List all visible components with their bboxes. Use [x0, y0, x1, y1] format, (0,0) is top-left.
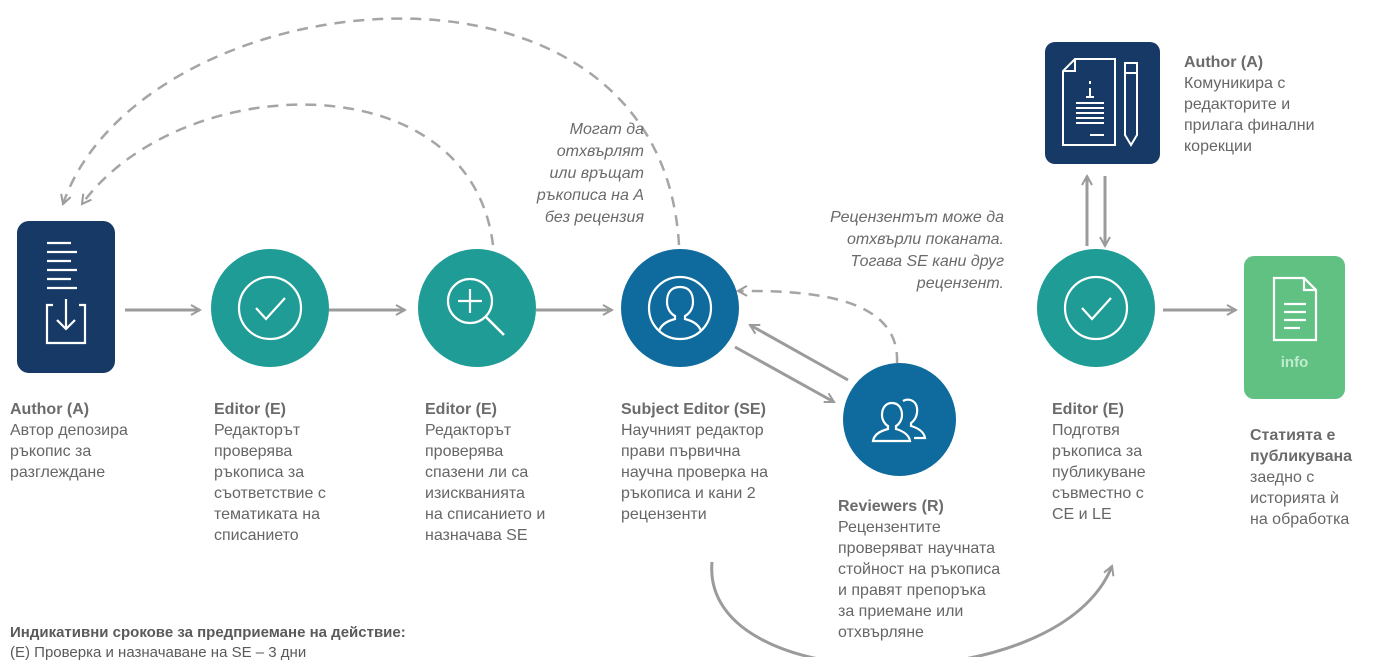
step-line: прилага финални — [1184, 117, 1315, 134]
editor-check-node — [211, 249, 329, 367]
step-title: Author (A) — [10, 401, 90, 418]
step-line: ръкописа и кани 2 — [621, 485, 756, 502]
step-line: Рецензентите — [838, 519, 941, 536]
step-line: Научният редактор — [621, 422, 764, 439]
step-line: на списанието и — [425, 506, 546, 523]
author-final-step-text: Author (A) Комуникира с редакторите и пр… — [1184, 52, 1364, 157]
step-line: публикуване — [1052, 464, 1146, 481]
dashed-return-arrow-inner — [82, 103, 495, 246]
document-pen-icon — [1061, 58, 1138, 147]
step-line: Автор депозира — [10, 422, 128, 439]
arrow-se-to-editor-curve — [710, 561, 1112, 657]
editor-review-step-text: Editor (E) Редакторът проверява спазени … — [425, 399, 605, 546]
step-line: Подготвя — [1052, 422, 1120, 439]
checkmark-icon — [1063, 275, 1129, 341]
step-line: стойност на ръкописа — [838, 561, 1001, 578]
step-line: корекции — [1184, 138, 1252, 155]
step-title: публикувана — [1250, 448, 1353, 465]
step-title: Статията е — [1250, 427, 1336, 444]
note-line: Могат да — [569, 121, 644, 138]
step-line: назначава SE — [425, 527, 528, 544]
dashed-return-arrow-outer — [63, 17, 681, 246]
editor-prepare-node — [1037, 249, 1155, 367]
step-title: Editor (E) — [425, 401, 497, 418]
legend-item: (E) Проверка и назначаване на SE – 3 дни — [10, 644, 307, 661]
note-line: Рецензентът може да — [830, 209, 1004, 226]
step-line: проверява — [425, 443, 504, 460]
step-line: изискванията — [425, 485, 525, 502]
arrow-reviewers-to-se — [750, 323, 849, 382]
step-line: съответствие с — [214, 485, 326, 502]
dashed-decline-arrow — [738, 291, 899, 364]
note-line: без рецензия — [544, 209, 644, 226]
published-node: info — [1244, 256, 1345, 399]
step-line: рецензенти — [621, 506, 707, 523]
arrow-se-to-reviewers — [734, 345, 834, 404]
step-line: спазени ли са — [425, 464, 529, 481]
document-lines-icon — [1272, 276, 1317, 342]
step-line: ръкописа за — [214, 464, 305, 481]
step-line: ръкописа за — [1052, 443, 1143, 460]
step-line: списанието — [214, 527, 299, 544]
editor-prepare-step-text: Editor (E) Подготвя ръкописа за публикув… — [1052, 399, 1212, 525]
author-final-node — [1045, 42, 1160, 164]
step-line: разглеждане — [10, 464, 106, 481]
step-line: научна проверка на — [621, 464, 769, 481]
step-line: историята ѝ — [1250, 490, 1339, 507]
step-title: Editor (E) — [214, 401, 286, 418]
step-line: проверява — [214, 443, 293, 460]
note-line: или връщат — [549, 165, 644, 182]
step-line: тематиката на — [214, 506, 320, 523]
step-line: ръкопис за — [10, 443, 92, 460]
step-title: Subject Editor (SE) — [621, 401, 766, 418]
note-line: ръкописа на А — [536, 187, 644, 204]
step-line: отхвърляне — [838, 624, 924, 641]
reject-return-note: Могат да отхвърлят или връщат ръкописа н… — [470, 119, 644, 229]
author-step-text: Author (A) Автор депозира ръкопис за раз… — [10, 399, 190, 483]
author-deposit-node — [17, 221, 115, 373]
step-line: CE и LE — [1052, 506, 1112, 523]
published-step-text: Статията е публикувана заедно с историят… — [1250, 425, 1374, 530]
step-line: проверяват научната — [838, 540, 996, 557]
published-label: info — [1280, 354, 1309, 371]
step-line: за приемане или — [838, 603, 964, 620]
reviewers-node — [843, 363, 956, 476]
subject-editor-step-text: Subject Editor (SE) Научният редактор пр… — [621, 399, 821, 525]
note-line: рецензент. — [916, 275, 1004, 292]
legend-title: Индикативни срокове за предприемане на д… — [10, 624, 406, 641]
step-line: прави първична — [621, 443, 741, 460]
note-line: отхвърлят — [556, 143, 644, 160]
document-download-icon — [45, 241, 87, 345]
editor-check-step-text: Editor (E) Редакторът проверява ръкописа… — [214, 399, 384, 546]
note-line: отхвърли поканата. — [846, 231, 1004, 248]
note-line: Тогава SE кани друг — [850, 253, 1004, 270]
checkmark-icon — [237, 275, 303, 341]
step-line: на обработка — [1250, 511, 1350, 528]
step-line: Комуникира с — [1184, 75, 1286, 92]
magnifier-plus-icon — [446, 277, 505, 336]
step-line: заедно с — [1250, 469, 1315, 486]
person-icon — [647, 275, 713, 341]
reviewers-step-text: Reviewers (R) Рецензентите проверяват на… — [838, 496, 1038, 643]
step-title: Editor (E) — [1052, 401, 1124, 418]
step-line: и правят препоръка — [838, 582, 986, 599]
step-line: редакторите и — [1184, 96, 1291, 113]
editor-review-node — [418, 249, 536, 367]
reviewer-decline-note: Рецензентът може да отхвърли поканата. Т… — [740, 207, 1004, 295]
step-title: Reviewers (R) — [838, 498, 944, 515]
step-line: Редакторът — [425, 422, 512, 439]
step-line: съвместно с — [1052, 485, 1144, 502]
subject-editor-node — [621, 249, 739, 367]
step-line: Редакторът — [214, 422, 301, 439]
timeframes-legend: Индикативни срокове за предприемане на д… — [10, 623, 610, 663]
step-title: Author (A) — [1184, 54, 1264, 71]
people-icon — [871, 398, 926, 442]
